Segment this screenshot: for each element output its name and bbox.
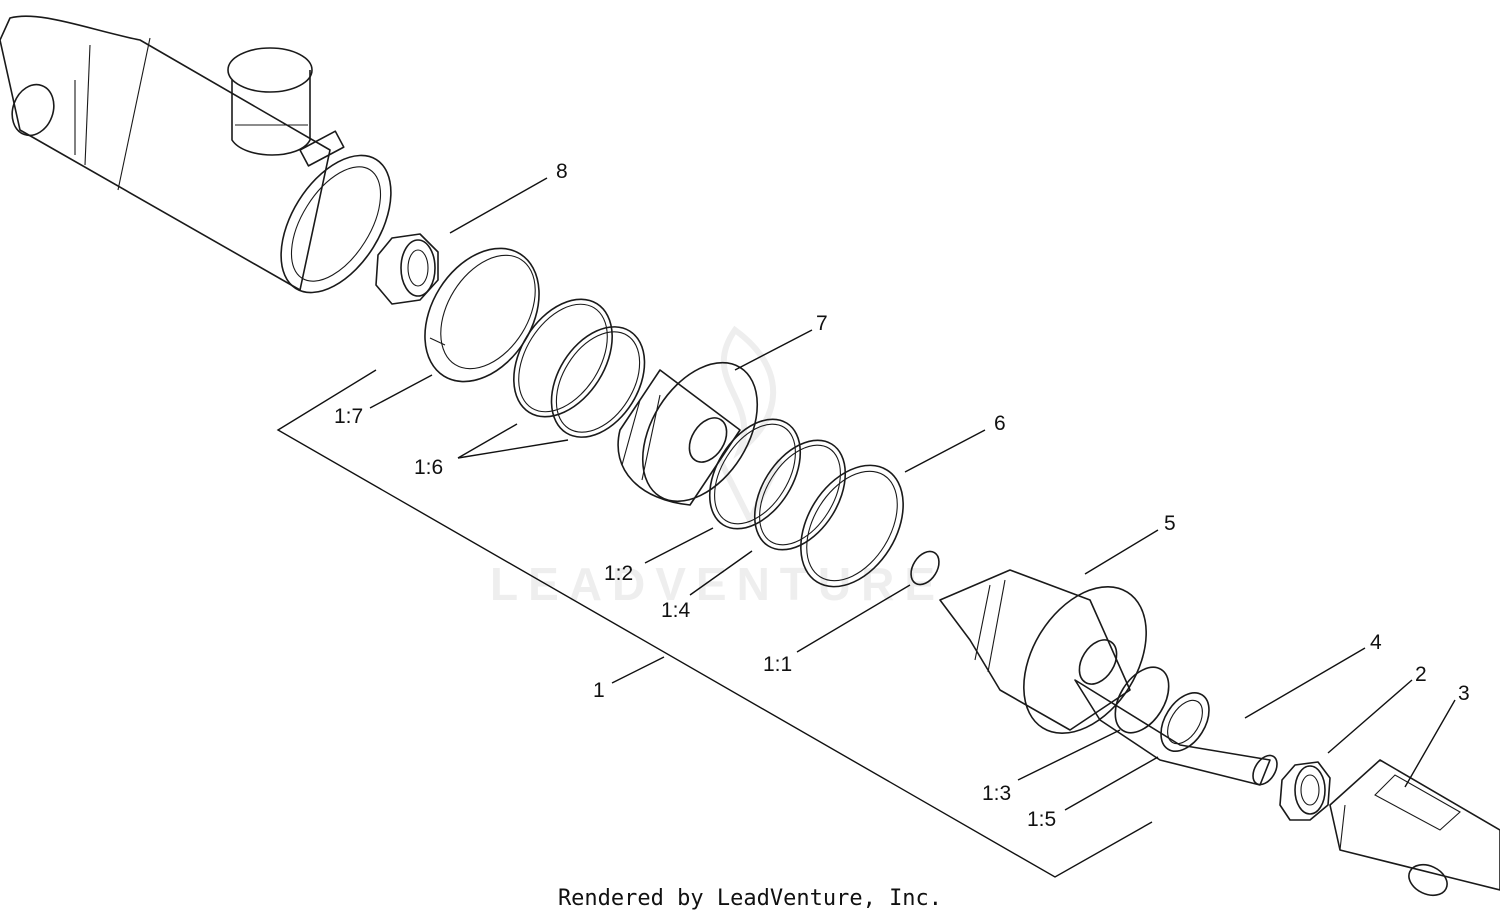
part-1-1-o-ring xyxy=(910,550,940,586)
group-bracket xyxy=(276,369,1153,878)
part-2-jam-nut xyxy=(1279,761,1331,821)
footer-credit: Rendered by LeadVenture, Inc. xyxy=(557,886,943,911)
callout-1: 1 xyxy=(593,679,605,702)
part-8-hex-nut xyxy=(375,233,439,305)
callout-3: 3 xyxy=(1458,682,1470,705)
callout-8: 8 xyxy=(556,160,568,183)
callout-1-3: 1:3 xyxy=(982,782,1011,805)
callout-4: 4 xyxy=(1370,631,1382,654)
leader-lines xyxy=(369,177,1456,811)
cylinder-barrel xyxy=(0,15,392,294)
callout-1-4: 1:4 xyxy=(661,599,691,622)
part-1-4-ring xyxy=(753,439,847,551)
watermark-flame-icon xyxy=(717,325,783,527)
callout-1-5: 1:5 xyxy=(1027,808,1056,831)
part-5-piston-rod xyxy=(939,569,1278,786)
part-6-backup-ring xyxy=(800,464,904,588)
part-1-6-seal-rings xyxy=(513,298,646,438)
cylinder-port-fitting xyxy=(227,47,313,156)
part-1-7-wear-ring xyxy=(424,247,540,383)
callout-1-1: 1:1 xyxy=(763,653,792,676)
part-1-2-ring xyxy=(708,418,802,530)
callout-2: 2 xyxy=(1415,663,1427,686)
callout-1-7: 1:7 xyxy=(334,405,363,428)
part-3-clevis xyxy=(1329,759,1500,897)
part-7-gland xyxy=(617,361,759,506)
callout-1-6: 1:6 xyxy=(414,456,443,479)
callout-1-2: 1:2 xyxy=(604,562,633,585)
callout-7: 7 xyxy=(816,312,828,335)
callout-6: 6 xyxy=(994,412,1006,435)
callout-5: 5 xyxy=(1164,512,1176,535)
watermark-text: LEADVENTURE xyxy=(490,558,945,610)
